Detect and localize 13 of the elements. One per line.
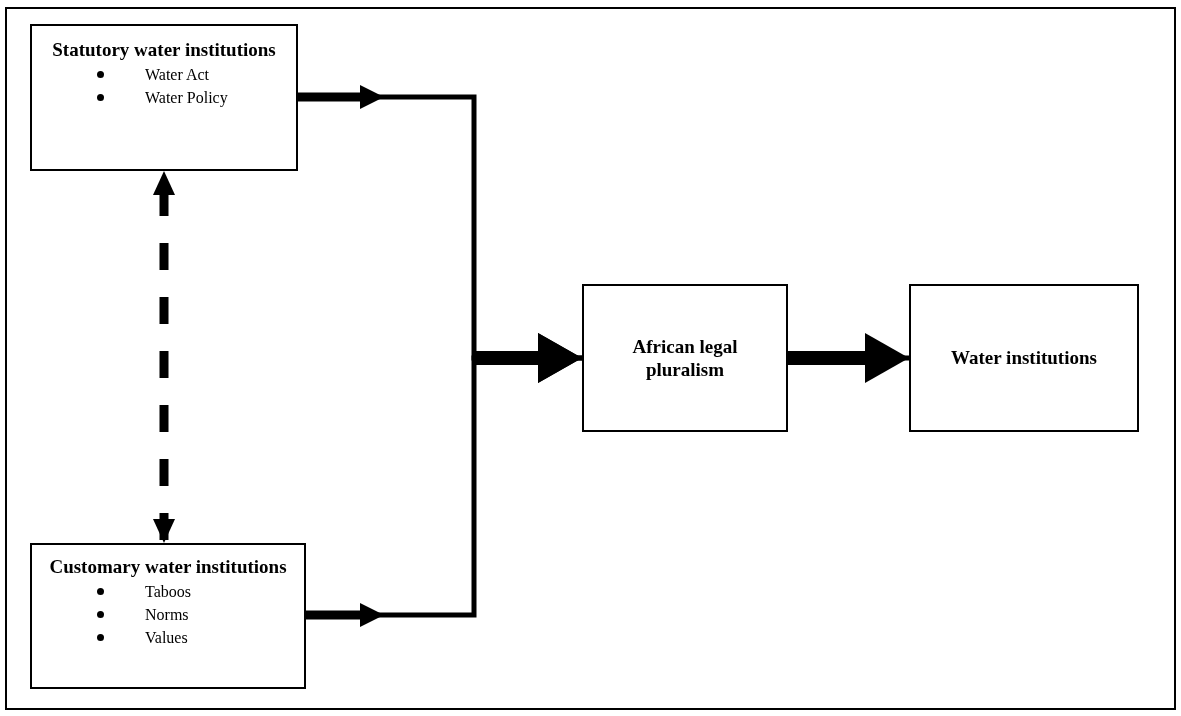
text-box — [30, 24, 298, 171]
box-heading: Statutory water institutions — [51, 38, 277, 62]
text-box — [909, 284, 1139, 432]
list-item: Values — [145, 629, 188, 647]
text-box — [30, 543, 306, 689]
box-heading: Water institutions — [950, 346, 1098, 370]
list-item: Water Policy — [145, 89, 228, 107]
list-item: Taboos — [145, 583, 191, 601]
box-heading: African legal pluralism — [631, 334, 739, 382]
list-item: Water Act — [145, 66, 209, 84]
list-item: Norms — [145, 606, 189, 624]
text-box — [582, 284, 788, 432]
box-heading: Customary water institutions — [48, 555, 288, 579]
